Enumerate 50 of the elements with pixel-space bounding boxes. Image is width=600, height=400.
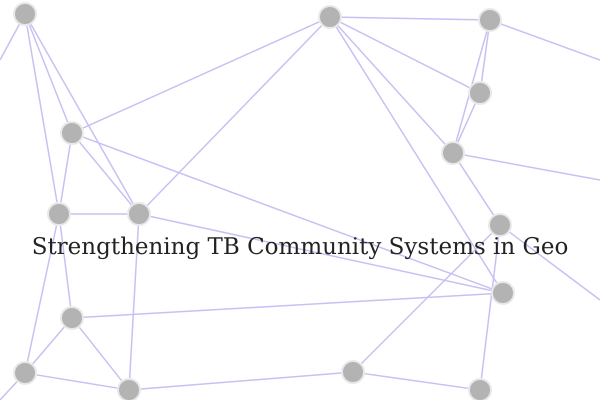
connector-line: [60, 144, 71, 202]
connector-line: [128, 226, 140, 378]
title: Strengthening TB Community Systems in Geo: [30, 234, 570, 260]
connector-line: [0, 24, 20, 60]
network-node: [478, 8, 502, 32]
connector-line: [360, 232, 492, 364]
connector-line: [32, 326, 65, 364]
connector-line: [26, 226, 58, 362]
connector-line: [458, 162, 494, 216]
network-node: [60, 121, 84, 145]
connector-line: [0, 381, 18, 400]
network-node: [468, 378, 492, 400]
network-node: [47, 202, 71, 226]
connector-line: [30, 24, 134, 204]
network-node: [13, 361, 37, 385]
network-node: [318, 5, 342, 29]
network-node: [488, 213, 512, 237]
connector-line: [78, 326, 122, 382]
connector-line: [480, 236, 500, 378]
connector-line: [456, 31, 488, 142]
connector-line: [480, 32, 490, 82]
connector-line: [457, 104, 476, 142]
network-node: [127, 202, 151, 226]
connector-line: [464, 154, 600, 181]
connector-line: [146, 25, 322, 206]
network-node: [60, 306, 84, 330]
connector-line: [338, 25, 446, 145]
connector-line: [82, 21, 320, 129]
network-node: [491, 281, 515, 305]
connector-line: [342, 16, 478, 21]
network-node: [117, 378, 141, 400]
connector-line: [26, 26, 58, 202]
connector-line: [79, 142, 132, 206]
network-node: [13, 2, 37, 26]
connector-line: [60, 226, 72, 306]
connector-line: [82, 136, 492, 290]
connector-line: [340, 22, 470, 88]
connector-line: [150, 216, 492, 292]
connector-line: [71, 213, 127, 215]
network-node: [468, 81, 492, 105]
connector-line: [336, 26, 498, 284]
connector-line: [28, 24, 68, 122]
network-node: [441, 141, 465, 165]
network-node: [341, 360, 365, 384]
connector-line: [36, 374, 118, 389]
connector-line: [509, 232, 600, 301]
connector-line: [501, 23, 600, 61]
connector-line: [84, 292, 492, 318]
connector-line: [364, 372, 468, 390]
connector-line: [140, 372, 342, 390]
